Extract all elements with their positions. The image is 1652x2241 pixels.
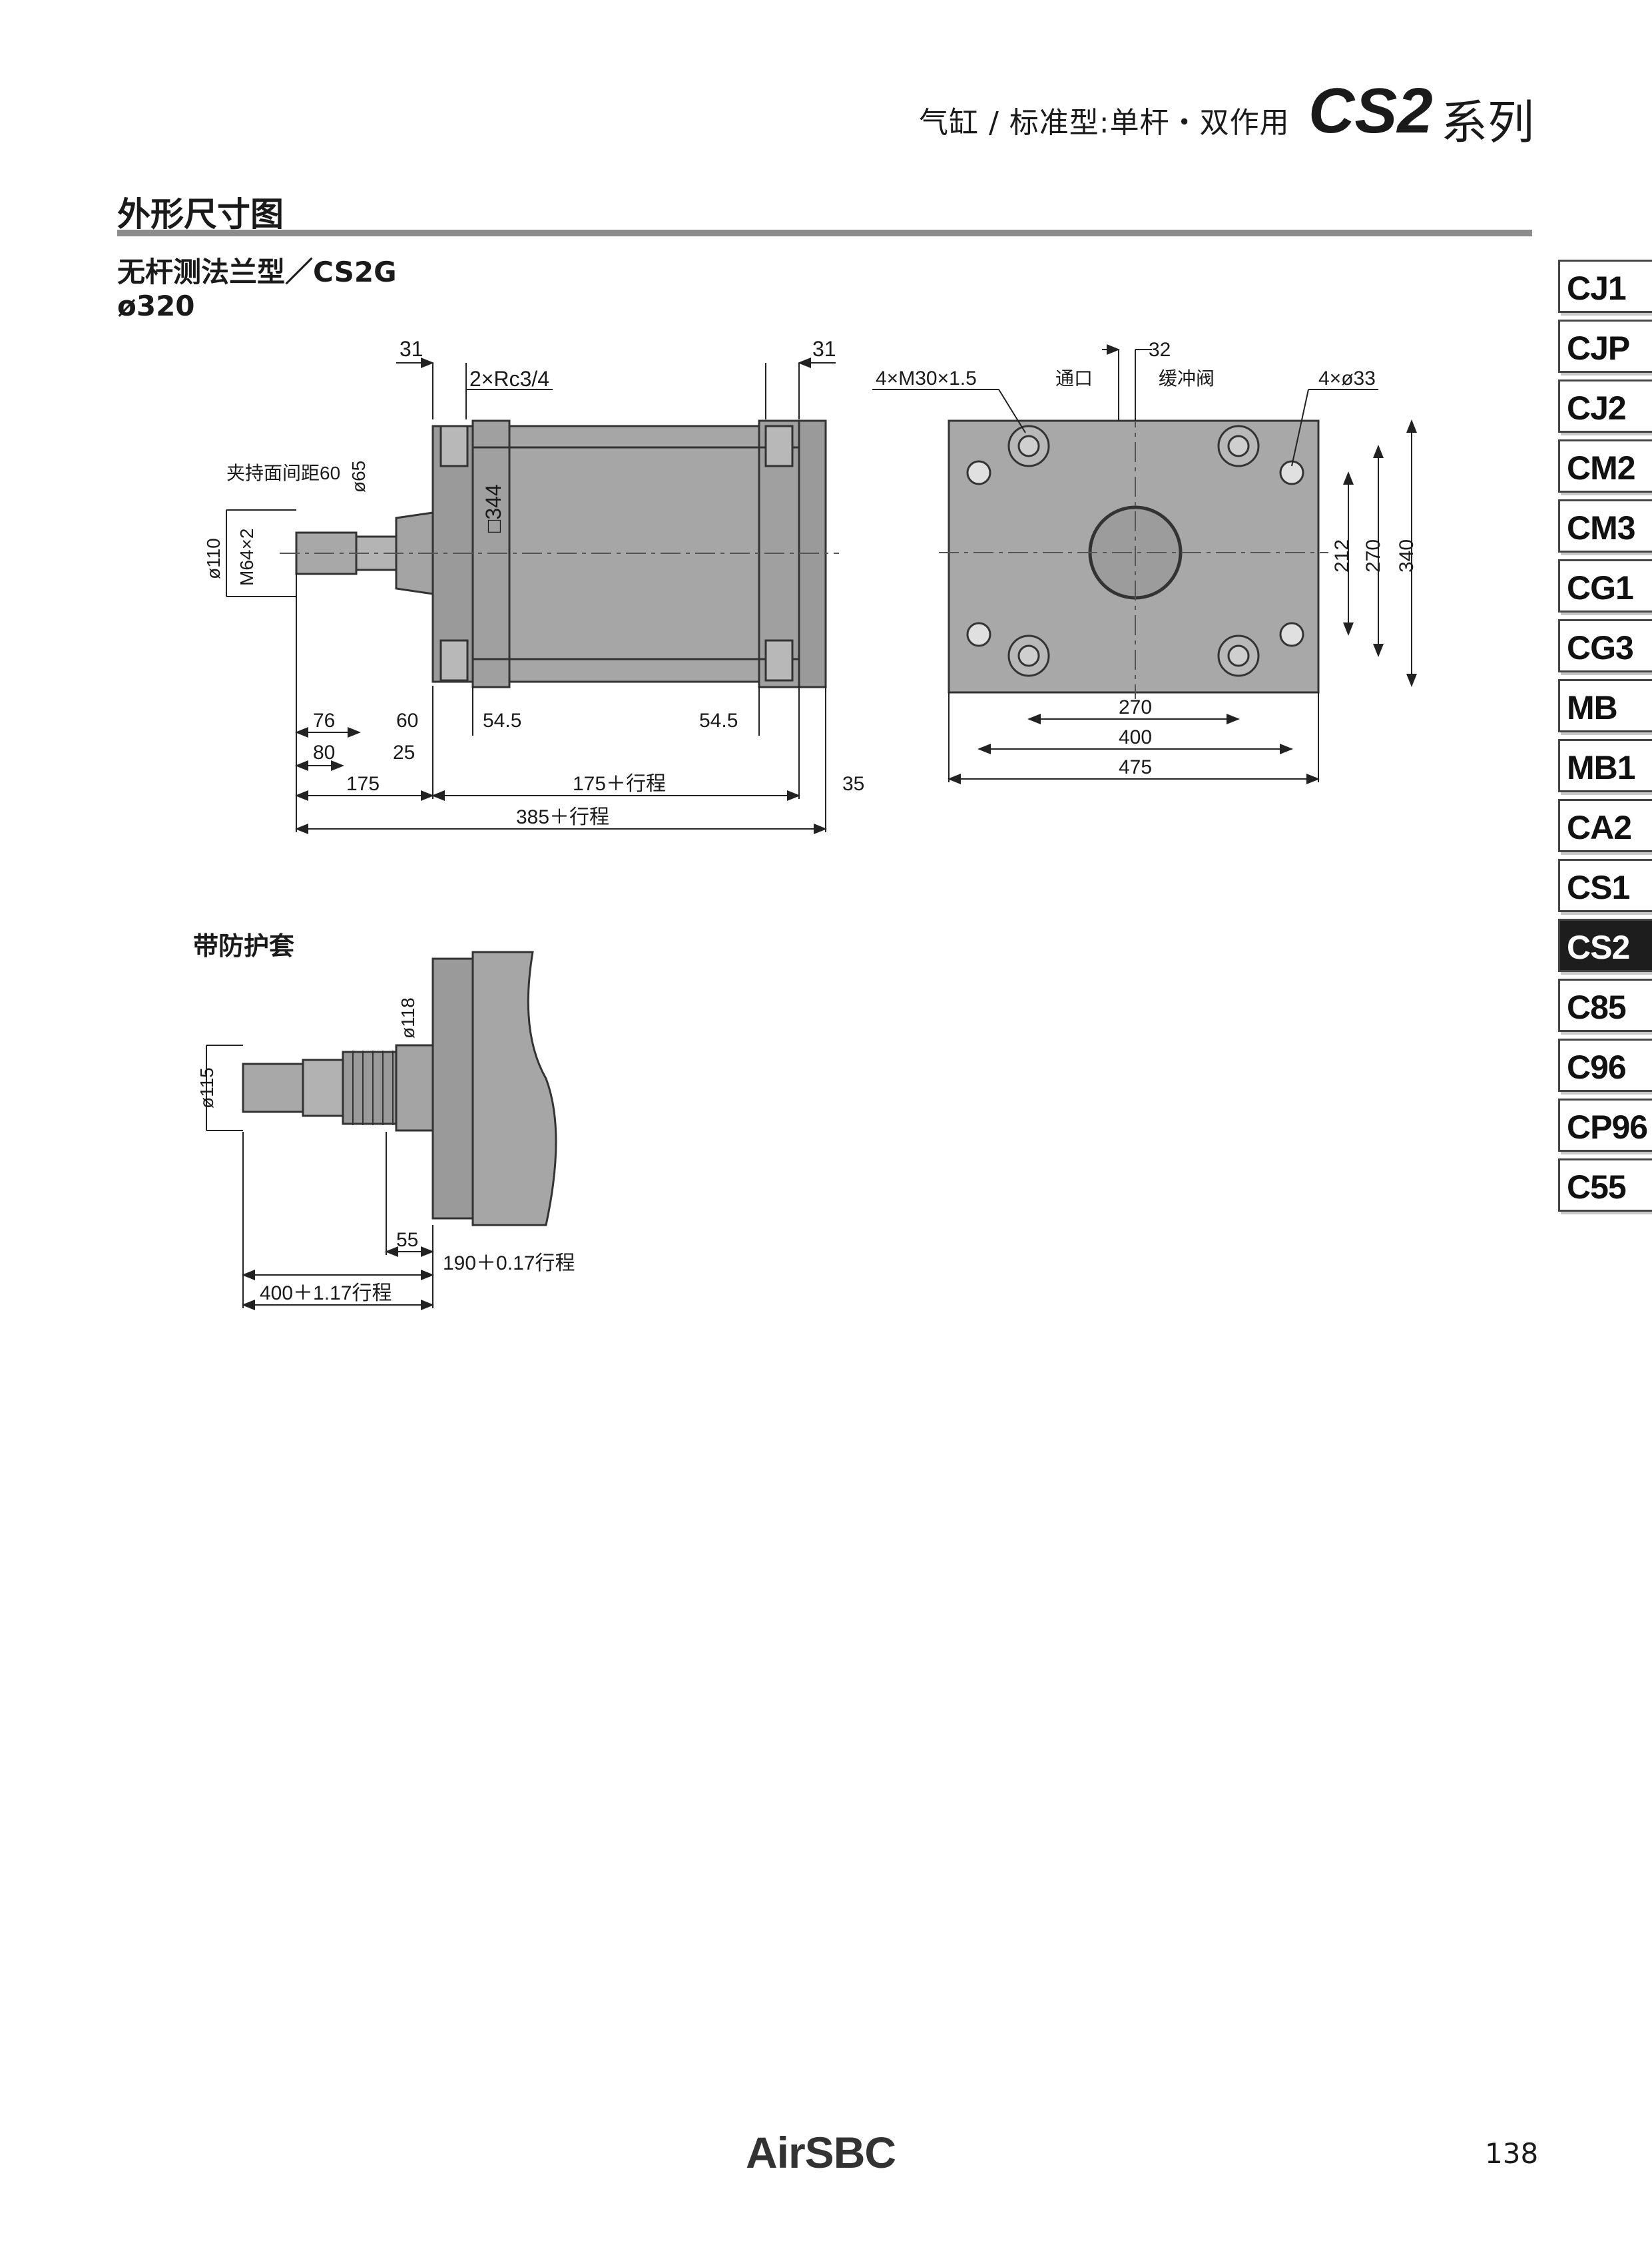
- dim-76: 76: [313, 710, 335, 732]
- dim-h400: 400: [1119, 726, 1152, 748]
- brand-logo: AirSBC: [746, 2128, 896, 2177]
- tab-cm3[interactable]: CM3: [1558, 499, 1652, 553]
- dim-v340: 340: [1396, 539, 1418, 573]
- dim-thread: M64×2: [236, 529, 257, 586]
- boot-bellows: [352, 1051, 394, 1125]
- side-dimension-lines: [226, 358, 836, 834]
- tab-mb[interactable]: MB: [1558, 679, 1652, 732]
- dim-holes: 4×ø33: [1318, 368, 1376, 389]
- dim-v270: 270: [1362, 539, 1384, 573]
- end-dimension-lines: [872, 344, 1417, 784]
- tab-cj1[interactable]: CJ1: [1558, 260, 1652, 313]
- tab-c55[interactable]: C55: [1558, 1158, 1652, 1212]
- dim-boot-400: 400＋1.17行程: [260, 1282, 392, 1304]
- section-title: 外形尺寸图: [117, 195, 284, 234]
- subsection-title: 无杆测法兰型／CS2G: [117, 256, 397, 288]
- tab-cs1[interactable]: CS1: [1558, 859, 1652, 912]
- dim-175-stroke: 175＋行程: [573, 773, 666, 795]
- dim-port-label: 通口: [1055, 368, 1093, 389]
- dim-54-5-left: 54.5: [483, 710, 521, 732]
- boot-dimension-lines: [206, 1045, 434, 1310]
- boot-view-body: [242, 951, 557, 1226]
- tab-ca2[interactable]: CA2: [1558, 799, 1652, 852]
- dim-cushion-label: 缓冲阀: [1159, 368, 1215, 389]
- dim-v212: 212: [1331, 539, 1353, 573]
- dim-port: 2×Rc3/4: [469, 367, 549, 391]
- dim-25: 25: [393, 742, 415, 764]
- dim-32: 32: [1149, 339, 1171, 361]
- end-view-centerlines: [939, 373, 1328, 699]
- tab-c96[interactable]: C96: [1558, 1039, 1652, 1092]
- dim-35: 35: [842, 773, 864, 795]
- tab-cg3[interactable]: CG3: [1558, 619, 1652, 672]
- dim-385-stroke: 385＋行程: [516, 806, 609, 828]
- dim-boot-118: ø118: [398, 997, 418, 1039]
- page-number: 138: [1485, 2137, 1539, 2170]
- dim-h270: 270: [1119, 696, 1152, 718]
- dim-clamp: 夹持面间距60: [226, 463, 340, 483]
- series-tabs: CJ1 CJP CJ2 CM2 CM3 CG1 CG3 MB MB1 CA2 C…: [1558, 260, 1652, 1218]
- tab-mb1[interactable]: MB1: [1558, 739, 1652, 792]
- dim-h475: 475: [1119, 756, 1152, 778]
- tab-cs2[interactable]: CS2: [1558, 919, 1652, 972]
- bore-size: ø320: [117, 290, 195, 322]
- header-category: 气缸 / 标准型:单杆・双作用: [919, 106, 1290, 140]
- dim-80: 80: [313, 742, 335, 764]
- dim-thread-holes: 4×M30×1.5: [876, 368, 977, 389]
- dim-175: 175: [346, 773, 380, 795]
- dim-rod-dia: ø65: [348, 461, 369, 493]
- tab-cj2[interactable]: CJ2: [1558, 379, 1652, 433]
- dim-rod-end-dia: ø110: [203, 538, 224, 579]
- dim-boot-115: ø115: [196, 1067, 217, 1109]
- dim-boot-190: 190＋0.17行程: [443, 1252, 575, 1274]
- tab-cp96[interactable]: CP96: [1558, 1099, 1652, 1152]
- section-rule: [117, 230, 1532, 236]
- cylinder-end-face: [948, 419, 1320, 694]
- dim-54-5-right: 54.5: [699, 710, 738, 732]
- dim-31-right: 31: [812, 337, 836, 361]
- tab-cjp[interactable]: CJP: [1558, 320, 1652, 373]
- dim-boot-55: 55: [396, 1229, 418, 1251]
- dim-square: □344: [481, 484, 505, 533]
- dim-60: 60: [396, 710, 418, 732]
- tab-c85[interactable]: C85: [1558, 979, 1652, 1032]
- tab-cm2[interactable]: CM2: [1558, 439, 1652, 493]
- dim-31-left: 31: [400, 337, 423, 361]
- header-series-suffix: 系列: [1441, 95, 1534, 150]
- header-series-code: CS2: [1308, 75, 1433, 146]
- boot-title: 带防护套: [193, 931, 295, 961]
- tab-cg1[interactable]: CG1: [1558, 559, 1652, 613]
